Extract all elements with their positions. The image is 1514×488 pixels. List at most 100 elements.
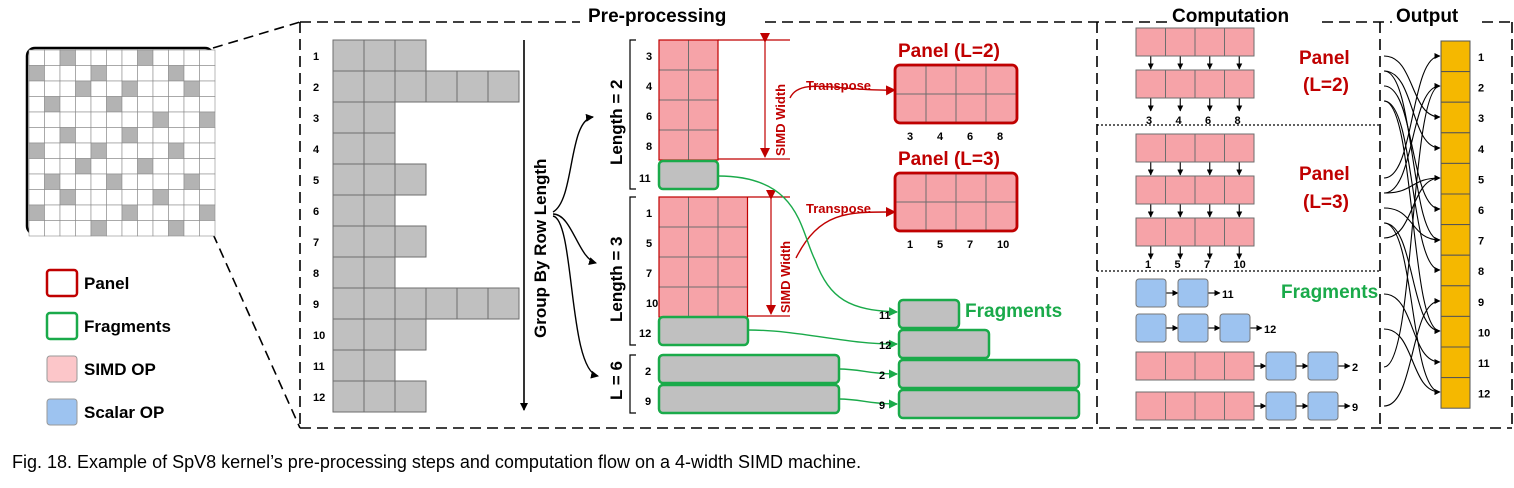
matrix-cell [28,96,45,113]
comp-frag-simd-cells [1224,391,1255,421]
matrix-cell [199,127,216,144]
matrix-cell [59,80,76,97]
len3-panel-cells [688,196,719,228]
row-cells [363,132,396,165]
matrix-cell [168,158,185,175]
panel-cells [895,65,927,95]
matrix-cell [90,142,107,159]
output-connector [1383,55,1441,120]
matrix-cell [90,96,107,113]
matrix-cell [152,80,169,97]
output-row-label: 8 [1478,266,1484,278]
comp-frag-simd-cells [1194,351,1225,381]
comp-scalar-op [1177,313,1209,343]
matrix-cell [44,204,61,221]
output-row-label: 5 [1478,174,1484,186]
matrix-cell [44,80,61,97]
matrix-cell [199,204,216,221]
matrix-cell [199,80,216,97]
matrix-cell [121,158,138,175]
comp-simd-cells [1135,175,1166,205]
matrix-cell [106,142,123,159]
matrix-cell [75,158,92,175]
panel-col-label: 1 [907,239,913,251]
matrix-cell [137,158,154,175]
len3-panel-cells [688,286,719,318]
output-cell [1440,40,1471,73]
len6-bracket [629,354,636,414]
matrix-cell [90,127,107,144]
matrix-cell [137,65,154,82]
comp-simd-cells [1135,27,1166,57]
matrix-cell [90,189,107,206]
row-cells [394,39,427,72]
comp-simd-cells [1135,69,1166,99]
matrix-cell [183,65,200,82]
len3-fragment-box [657,315,750,347]
row-cells [332,39,365,72]
comp-simd-cells [1194,175,1225,205]
output-connector [1383,83,1441,368]
row-cells [394,70,427,103]
legend-swatch-scalar [46,398,78,426]
comp-scalar-op [1265,391,1297,421]
matrix-cell [168,204,185,221]
matrix-cell [106,80,123,97]
matrix-cell [152,158,169,175]
len3-row-label: 7 [646,268,652,280]
row-index-label: 1 [313,51,319,63]
output-row-label: 1 [1478,52,1484,64]
panel-col-label: 3 [907,131,913,143]
matrix-cell [44,173,61,190]
matrix-cell [44,65,61,82]
transpose-arrow-2 [795,206,896,259]
row-cells [332,194,365,227]
row-cells [487,70,520,103]
matrix-cell [168,80,185,97]
output-row-label: 2 [1478,83,1484,95]
row-cells [456,287,489,320]
len2-simd-width-label: SIMD Width [773,84,788,156]
matrix-cell [183,173,200,190]
comp-panel2-title-b: (L=2) [1303,75,1349,96]
panel-title: Panel (L=2) [898,41,1000,62]
len6-fragment-box [657,383,841,415]
matrix-cell [106,65,123,82]
len3-group-label: Length = 3 [607,237,626,322]
matrix-cell [137,189,154,206]
len2-row-label: 4 [646,81,653,93]
output-connector [1383,175,1441,239]
legend-label-scalar: Scalar OP [84,403,164,422]
matrix-cell [199,65,216,82]
output-cell [1440,377,1471,409]
len2-group-label: Length = 2 [607,80,626,165]
row-cells [332,287,365,320]
comp-scalar-op [1265,351,1297,381]
comp-simd-cells [1224,175,1255,205]
group-by-label: Group By Row Length [531,159,550,338]
row-cells [332,225,365,258]
len3-frag-label: 12 [639,328,651,340]
matrix-cell [168,96,185,113]
matrix-cell [183,111,200,128]
comp-scalar-op [1219,313,1251,343]
output-connector [1383,298,1441,407]
panel-cells [985,93,1017,123]
matrix-cell [59,220,76,237]
row-cells [332,318,365,351]
matrix-cell [75,96,92,113]
output-cell [1440,132,1471,164]
len3-row-label: 10 [646,298,658,310]
comp-frag-simd-cells [1165,351,1196,381]
row-index-label: 11 [313,361,325,373]
row-cells [363,194,396,227]
matrix-cell [121,49,138,66]
matrix-cell [90,204,107,221]
matrix-cell [137,204,154,221]
matrix-cell [75,204,92,221]
comp-frag-out-label: 11 [1222,289,1234,301]
matrix-cell [121,173,138,190]
